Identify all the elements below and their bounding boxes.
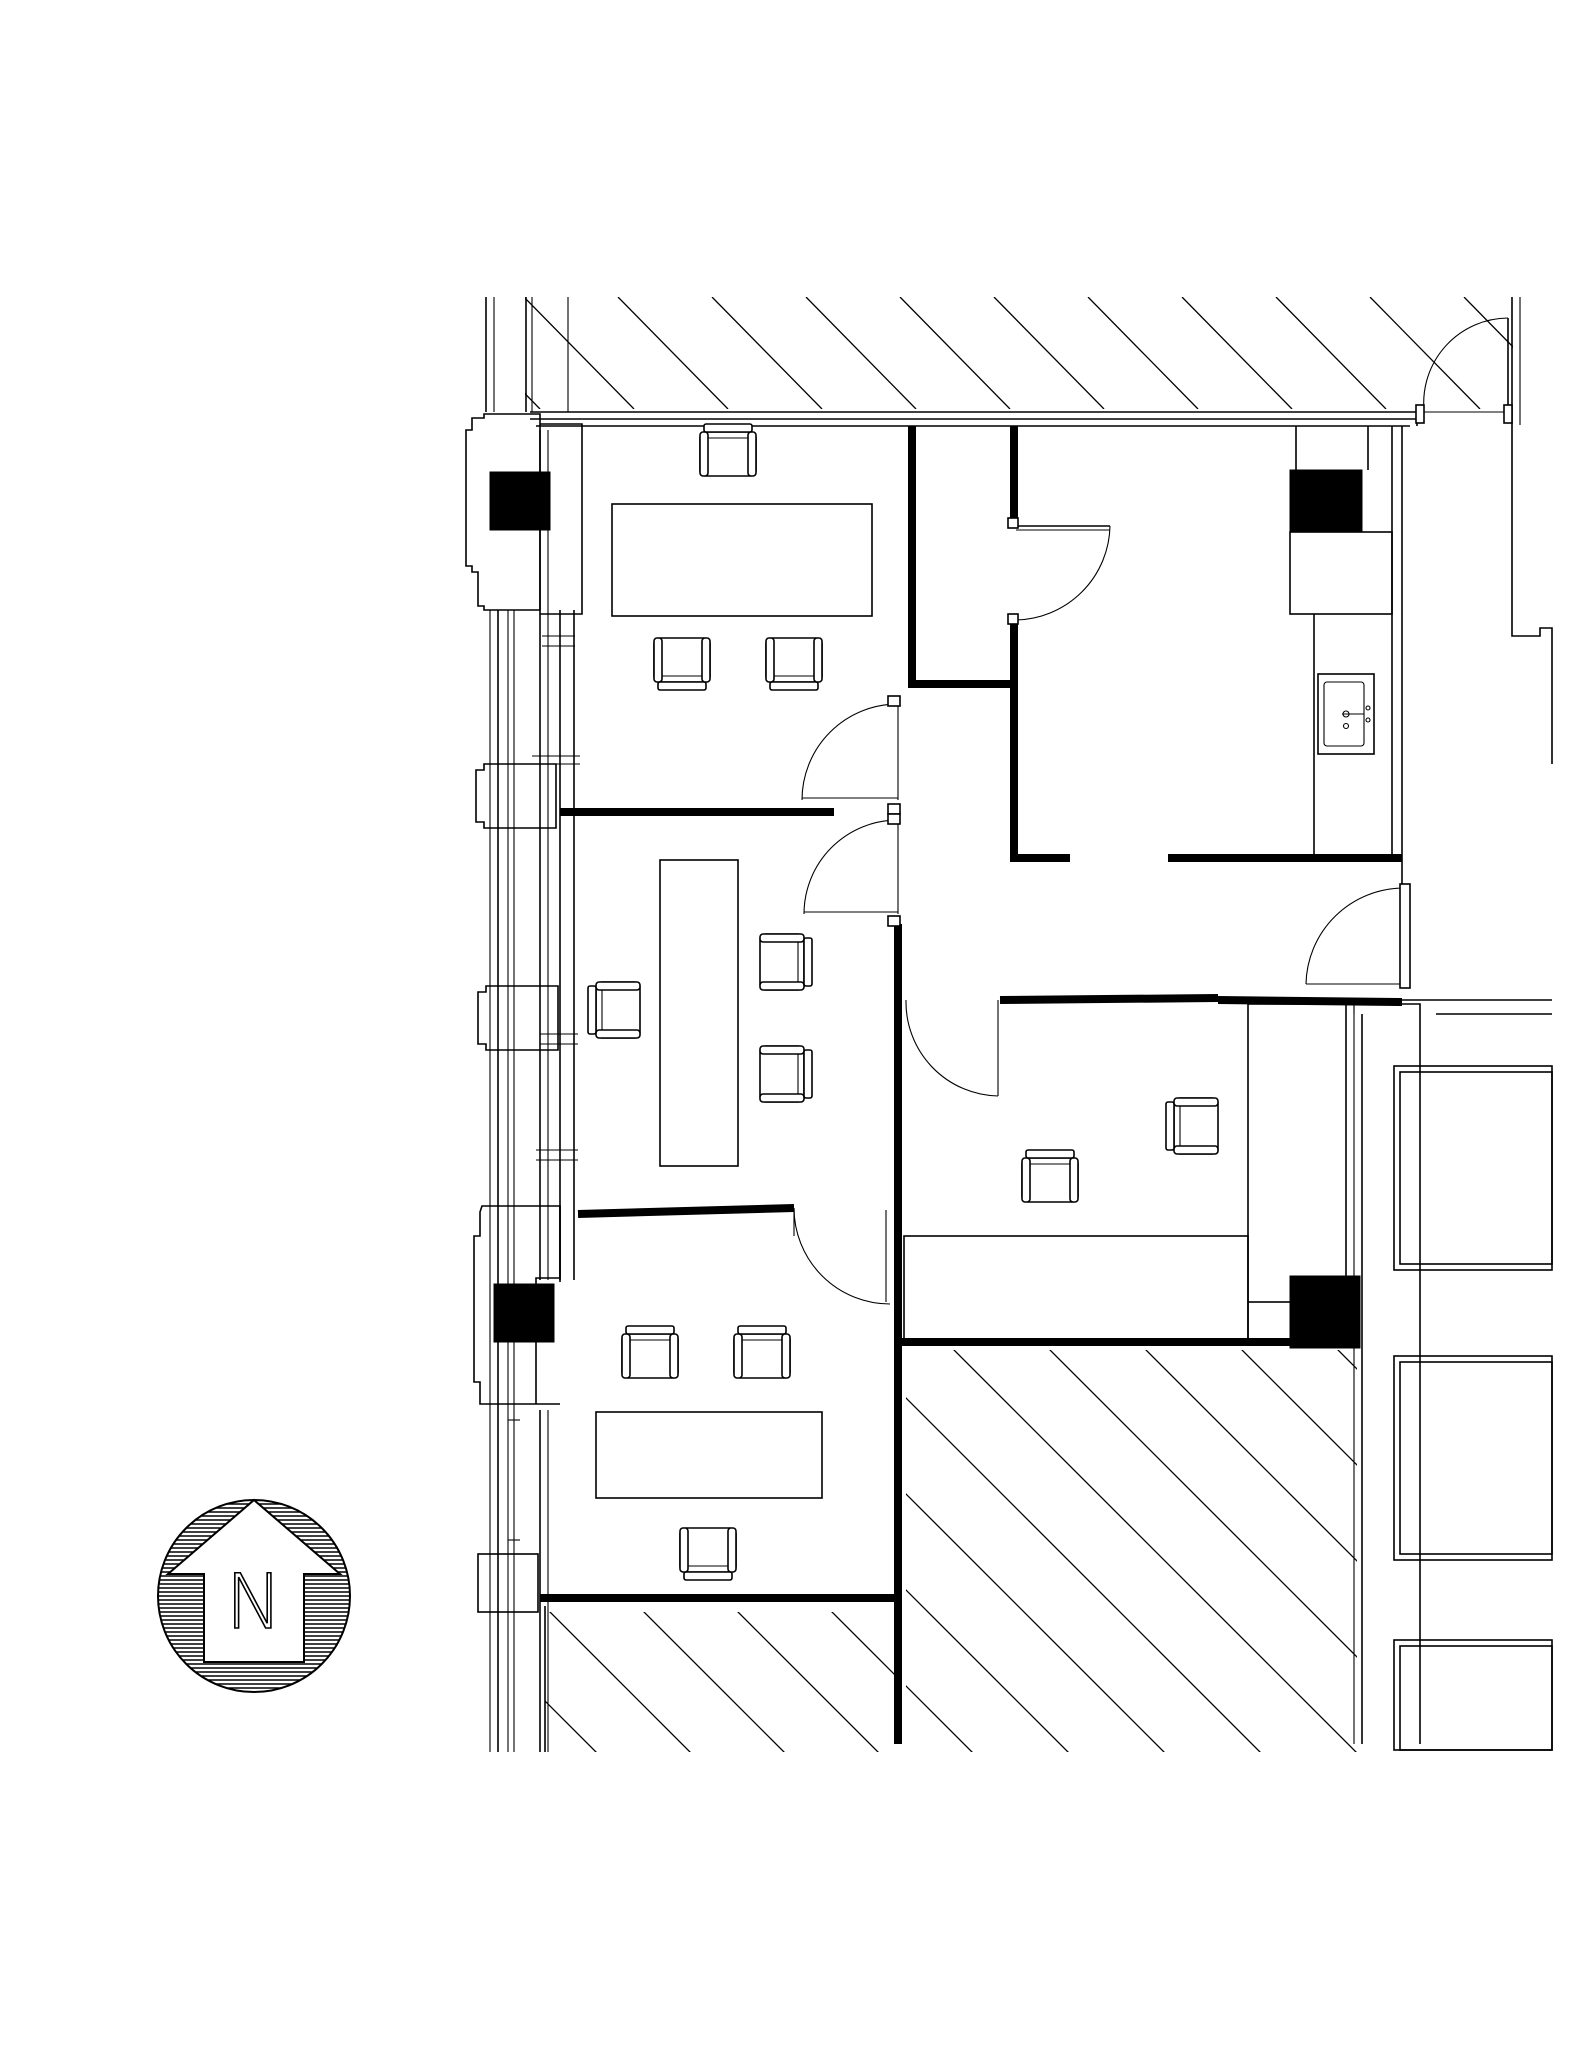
door-storage: [1007, 517, 1111, 625]
hatch-line: [906, 1350, 981, 1752]
east-exterior: [1353, 425, 1553, 1751]
chair-icon: [765, 637, 823, 691]
hatched-wall-top: [525, 297, 1583, 409]
kitchenette: [1289, 426, 1403, 900]
hatch-line: [1369, 297, 1481, 409]
office-east-furniture: [1021, 1097, 1219, 1203]
table-center: [659, 859, 739, 1167]
hatch-line: [943, 1350, 1357, 1752]
chair-icon: [1021, 1149, 1079, 1203]
office-northwest-furniture: [611, 423, 873, 691]
chair-icon: [759, 1045, 813, 1103]
column-southwest: [473, 1205, 561, 1405]
chair-icon: [759, 933, 813, 991]
east-office: [903, 1003, 1361, 1349]
hatch-line: [899, 297, 1011, 409]
hatch-line: [1463, 297, 1513, 348]
chair-icon: [587, 981, 641, 1039]
hatch-line: [643, 1612, 785, 1752]
hatch-line: [525, 297, 635, 409]
table-southwest: [595, 1411, 823, 1499]
exterior-frame: [485, 297, 1521, 427]
chair-icon: [679, 1527, 737, 1581]
hatch-line: [525, 392, 541, 409]
door-office-center: [803, 813, 901, 927]
west-exterior-wall: [489, 430, 580, 1752]
hatch-line: [831, 1612, 901, 1682]
hatch-line: [993, 297, 1105, 409]
hatch-line: [1231, 1350, 1357, 1752]
doors: [793, 517, 1411, 1305]
hatch-line: [1181, 297, 1293, 409]
hatch-line: [920, 1606, 1070, 1756]
column-west-c: [477, 1553, 539, 1613]
chair-icon: [621, 1325, 679, 1379]
chair-icon: [1165, 1097, 1219, 1155]
hatch-line: [1039, 1350, 1357, 1752]
exterior-door-northeast: [1415, 317, 1513, 424]
table-northwest: [611, 503, 873, 617]
north-letter: N: [226, 1557, 283, 1646]
hatch-line: [1327, 1350, 1357, 1752]
door-office-northwest: [801, 695, 901, 815]
hatch-line: [906, 1350, 1269, 1752]
north-arrow-icon: N: [157, 1498, 351, 1693]
hatch-line: [906, 1350, 1173, 1752]
column-northwest: [465, 413, 583, 615]
hatch-line: [737, 1612, 879, 1752]
door-corridor-east: [1305, 883, 1411, 989]
sink-icon: [1317, 673, 1375, 755]
door-office-southwest: [793, 1207, 891, 1305]
chair-icon: [653, 637, 711, 691]
column-west-a: [475, 763, 557, 829]
hatch-line: [1558, 297, 1583, 409]
office-center-furniture: [587, 859, 813, 1167]
hatch-line: [711, 297, 823, 409]
hatch-line: [549, 1612, 691, 1752]
column-west-b: [477, 985, 559, 1051]
hatch-line: [545, 1700, 597, 1752]
hatched-wall-bottom-left: [544, 1606, 1070, 1756]
chair-icon: [733, 1325, 791, 1379]
interior-walls: [540, 426, 1403, 1744]
hatch-line: [906, 1350, 1077, 1752]
office-southwest-furniture: [595, 1325, 823, 1581]
hatch-line: [805, 297, 917, 409]
hatch-line: [1087, 297, 1199, 409]
hatch-line: [1275, 297, 1387, 409]
hatch-line: [1135, 1350, 1357, 1752]
hatch-line: [617, 297, 729, 409]
hatch-line: [1424, 1340, 1583, 1760]
hatched-wall-bottom-right: [906, 1340, 1583, 1760]
door-office-east: [905, 999, 999, 1097]
chair-icon: [699, 423, 757, 477]
